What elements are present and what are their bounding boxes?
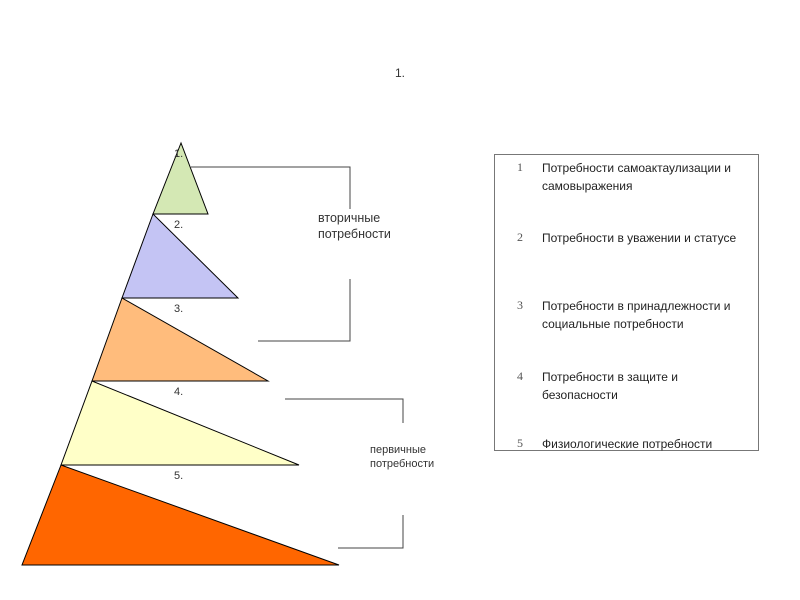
slide-title: 1. bbox=[394, 66, 405, 80]
legend-item-text: Потребности в защите и безопасности bbox=[542, 370, 678, 402]
pyramid-level-3-label: 3. bbox=[174, 303, 184, 315]
pyramid-level-4-label: 4. bbox=[174, 386, 184, 398]
secondary-bracket-bottom bbox=[258, 279, 351, 342]
pyramid-level-5 bbox=[21, 464, 340, 566]
pyramid-level-1 bbox=[152, 141, 209, 215]
primary-bracket-top bbox=[285, 398, 404, 423]
legend-item-text: Физиологические потребности bbox=[542, 437, 713, 451]
legend-item-text: Потребности в принадлежности и социальны… bbox=[542, 299, 731, 331]
pyramid-level-3 bbox=[91, 297, 270, 382]
needs-legend: 1 Потребности самоактаулизации и самовыр… bbox=[494, 154, 759, 451]
legend-item-number: 2 bbox=[517, 230, 523, 244]
legend-item-number: 3 bbox=[517, 298, 523, 312]
secondary-bracket-top bbox=[191, 166, 351, 209]
legend-item-text: Потребности самоактаулизации и самовыраж… bbox=[542, 161, 731, 193]
pyramid-level-4 bbox=[60, 380, 300, 466]
pyramid-level-5-label: 5. bbox=[174, 470, 184, 482]
legend-item-text: Потребности в уважении и статусе bbox=[542, 231, 737, 245]
secondary-needs-label: вторичные потребности bbox=[318, 211, 391, 241]
primary-bracket-bottom bbox=[338, 515, 404, 549]
legend-item-number: 4 bbox=[517, 369, 523, 383]
pyramid-level-1-label: 1. bbox=[174, 148, 184, 160]
legend-item-number: 5 bbox=[517, 436, 523, 450]
pyramid-level-2 bbox=[121, 213, 240, 299]
primary-needs-label: первичные потребности bbox=[370, 444, 435, 470]
pyramid-level-2-label: 2. bbox=[174, 219, 184, 231]
legend-item-number: 1 bbox=[517, 160, 523, 174]
